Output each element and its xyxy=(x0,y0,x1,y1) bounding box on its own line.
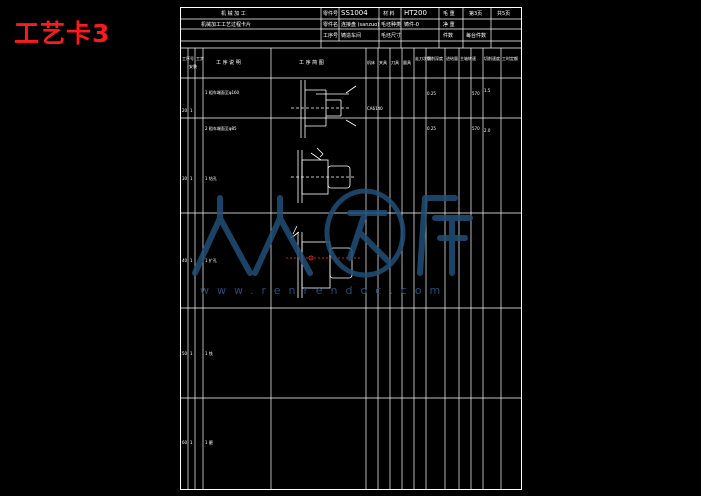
material-value: HT200 xyxy=(404,9,427,17)
header-op-label: 工序号 xyxy=(323,33,339,39)
part-number: SS1004 xyxy=(341,9,368,17)
step-30-1: 1 钻孔 xyxy=(205,176,217,181)
card-subtitle: 机械加工工艺过程卡片 xyxy=(201,22,252,28)
step-20-1: 1 粗车端面至φ160 xyxy=(205,90,240,95)
install-50: 1 xyxy=(190,351,193,356)
header-part-no-label: 零件号 xyxy=(323,11,339,17)
header-part-name-label: 零件名 xyxy=(323,22,339,28)
install-40: 1 xyxy=(190,258,193,263)
value-20-0: 0.25 xyxy=(427,91,436,96)
header-count-label: 件数 xyxy=(443,33,454,39)
op-no-40: 40 xyxy=(182,258,188,263)
col-spindle: 主轴转速 xyxy=(460,56,476,61)
op-no-60: 60 xyxy=(182,440,188,445)
op-no-50: 50 xyxy=(182,351,188,356)
header-material-label: 材 料 xyxy=(383,11,395,17)
op-no-20: 20 xyxy=(182,108,188,113)
header-blank-size-label: 毛坯尺寸 xyxy=(381,33,402,39)
install-30: 1 xyxy=(190,176,193,181)
value-20-5: 2.0 xyxy=(484,128,491,133)
part-name: 连接盘 (sanzuo) xyxy=(341,22,380,28)
process-card-sheet: 机 械 加 工 零件号 SS1004 材 料 HT200 毛 重 第3页 共5页… xyxy=(180,7,522,490)
install-20: 1 xyxy=(190,108,193,113)
header-blank-type-label: 毛坯种类 xyxy=(381,22,402,28)
col-fixture: 夹具 xyxy=(379,60,387,65)
col-depth: 切削深度 xyxy=(427,56,443,61)
value-20-3: 1.5 xyxy=(484,88,491,93)
col-cutter: 刀具 xyxy=(391,60,399,65)
col-install: 安装 xyxy=(189,64,197,69)
page-title: 工艺卡3 xyxy=(14,19,111,48)
col-sketch: 工 序 简 图 xyxy=(299,60,324,66)
step-60-1: 1 磨 xyxy=(205,440,213,445)
value-20-4: 570 xyxy=(472,126,480,131)
col-speed: 切削速度 xyxy=(484,56,500,61)
install-60: 1 xyxy=(190,440,193,445)
sketch-op30 xyxy=(291,147,356,203)
page-total: 共5页 xyxy=(497,11,511,17)
col-description: 工 序 说 明 xyxy=(216,60,241,66)
step-20-2: 2 粗车端面至φ85 xyxy=(205,126,237,131)
machine-20: CA6140 xyxy=(367,106,383,111)
page-index: 第3页 xyxy=(469,11,483,17)
step-40-1: 1 扩孔 xyxy=(205,258,217,263)
card-grid xyxy=(181,8,521,489)
col-machine: 机床 xyxy=(367,60,375,65)
col-step: 工步 xyxy=(196,56,204,61)
header-gross-weight-label: 毛 重 xyxy=(443,11,455,17)
value-20-1: 0.25 xyxy=(427,126,436,131)
col-gauge: 量具 xyxy=(403,60,411,65)
header-workshop: 铸造车间 xyxy=(341,33,362,39)
col-op-no: 工序号 xyxy=(182,56,194,61)
col-feed: 进给量 xyxy=(446,56,458,61)
blank-type: 铸件-0 xyxy=(404,22,419,28)
col-passes: 走刀次数 xyxy=(415,56,431,61)
col-time: 工时定额 xyxy=(502,56,518,61)
header-machining-label: 机 械 加 工 xyxy=(221,11,246,17)
header-per-unit-label: 每台件数 xyxy=(466,33,487,39)
header-net-weight-label: 净 重 xyxy=(443,22,455,28)
step-50-1: 1 铣 xyxy=(205,351,213,356)
watermark-url: www.renrendoc.com xyxy=(200,284,449,297)
op-no-30: 30 xyxy=(182,176,188,181)
sketch-op20 xyxy=(291,80,357,138)
value-20-2: 570 xyxy=(472,91,480,96)
